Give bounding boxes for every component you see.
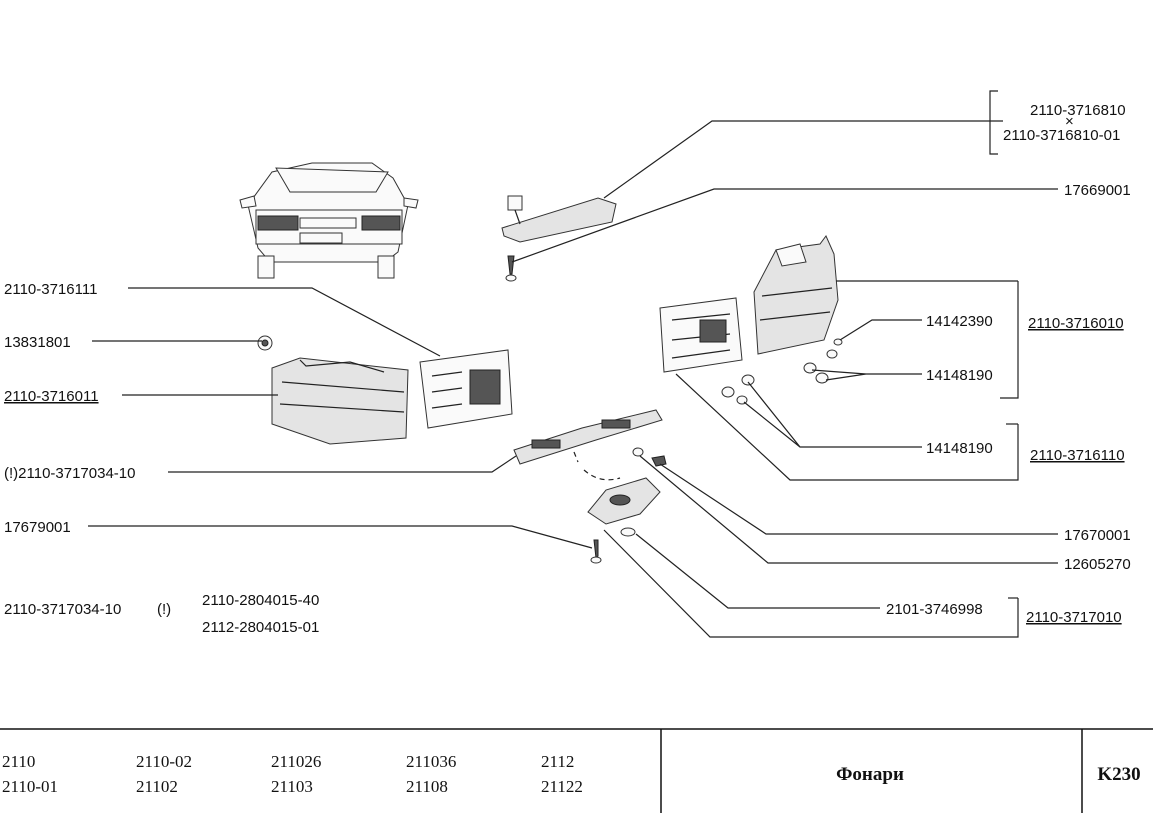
bulb-c-label: 14148190 (926, 440, 993, 457)
model-r2-c3: 21103 (271, 777, 313, 796)
plate-lamp-body (513, 409, 663, 465)
model-r1-c1: 2110 (2, 752, 35, 771)
note-left: 2110-3717034-10 (4, 601, 121, 618)
assembly-arrow-2 (573, 451, 579, 463)
right-tail-lamp (753, 235, 839, 355)
bulb-c (721, 374, 755, 405)
note-mark: (!) (157, 601, 171, 618)
bottom-screw (590, 539, 602, 564)
plate-lamp-bulb (620, 527, 636, 537)
bulb-a (826, 338, 843, 359)
left-tail-lamp (271, 357, 409, 445)
nut-left-label: 13831801 (4, 334, 71, 351)
model-r2-c2: 21102 (136, 777, 178, 796)
plate-lamp-assembly-label: 2110-3717010 (1026, 609, 1122, 626)
leader-lines (88, 90, 1058, 638)
plate-lamp-body-label: (!)2110-3717034-10 (4, 465, 135, 482)
screw-top-label: 17669001 (1064, 182, 1131, 199)
washer (632, 447, 644, 457)
car-rear-illustration (239, 162, 419, 279)
hmsl-part-b: 2110-3716810-01 (1003, 127, 1120, 144)
right-lamp-lens-panel (659, 297, 743, 373)
plate-bulb-label: 2101-3746998 (886, 601, 983, 618)
bulb-b-label: 14148190 (926, 367, 993, 384)
model-r1-c3: 211026 (271, 752, 321, 771)
right-lamp-assembly-label: 2110-3716010 (1028, 315, 1124, 332)
bulb-a-label: 14142390 (926, 313, 993, 330)
right-inner-assembly-label: 2110-3716110 (1030, 447, 1125, 464)
model-r2-c1: 2110-01 (2, 777, 58, 796)
note-line-2: 2112-2804015-01 (202, 619, 319, 636)
high-mount-stop-lamp (501, 195, 617, 243)
hmsl-screw (505, 255, 517, 282)
assembly-arrow (583, 469, 621, 481)
hmsl-part-a: 2110-3716810 (1030, 102, 1126, 119)
left-nut (257, 335, 273, 351)
washer-label: 17670001 (1064, 527, 1131, 544)
page-title: Фонари (836, 764, 904, 785)
page-code: K230 (1097, 764, 1140, 785)
model-r1-c5: 2112 (541, 752, 574, 771)
model-r2-c5: 21122 (541, 777, 583, 796)
small-screw (651, 455, 667, 467)
hmsl-separator: × (1065, 113, 1074, 130)
model-r1-c4: 211036 (406, 752, 456, 771)
left-outer-lamp-label: 2110-3716111 (4, 281, 97, 298)
plate-lamp (587, 477, 661, 525)
title-block (0, 728, 1153, 813)
left-lamp-lens-panel (419, 349, 513, 429)
model-r1-c2: 2110-02 (136, 752, 192, 771)
note-line-1: 2110-2804015-40 (202, 592, 319, 609)
screw-bottom-label: 17679001 (4, 519, 71, 536)
left-lamp-assembly-label: 2110-3716011 (4, 388, 99, 405)
small-screw-label: 12605270 (1064, 556, 1131, 573)
bulb-b (803, 362, 829, 384)
model-r2-c4: 21108 (406, 777, 448, 796)
